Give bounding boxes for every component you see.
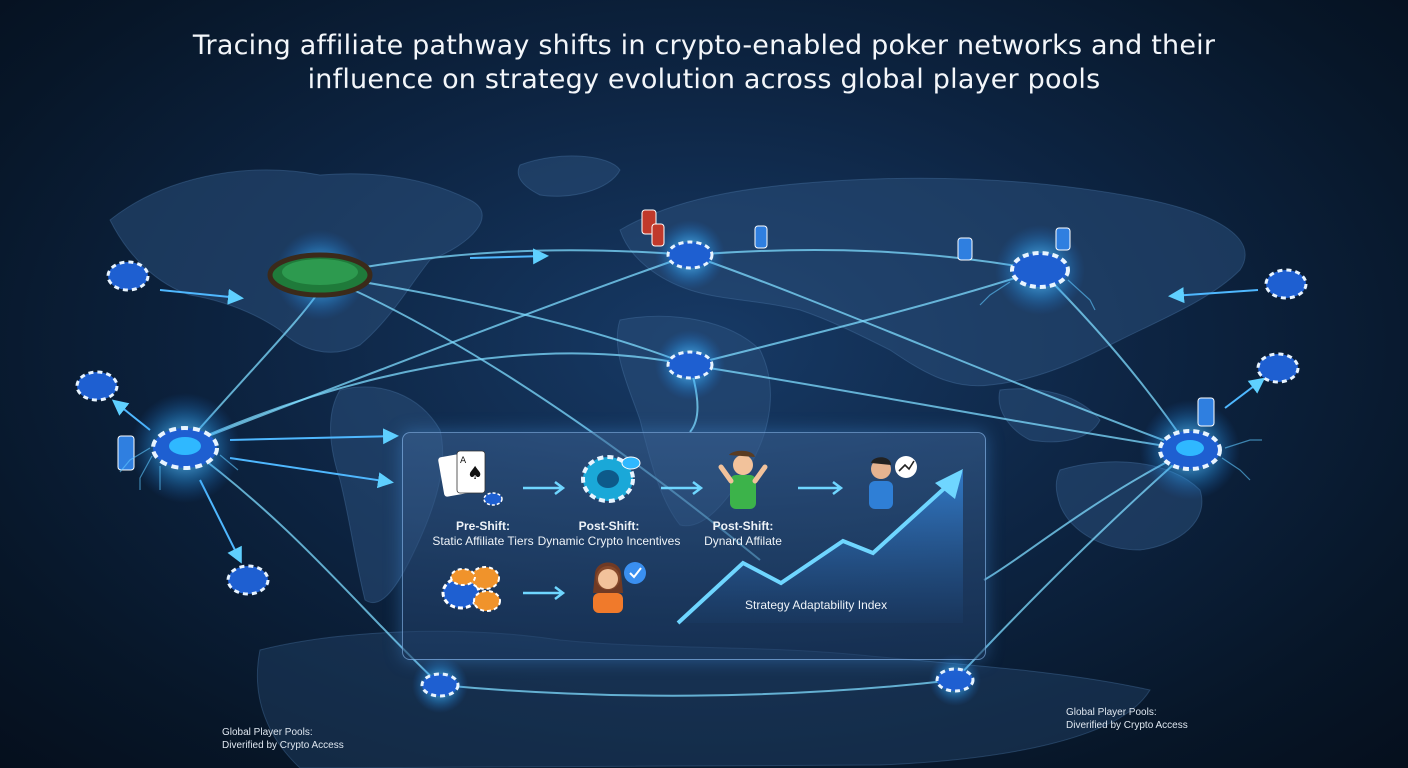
svg-text:♠: ♠ [467,463,483,484]
arrow [229,457,394,489]
footnote-line-1: Global Player Pools: [222,727,313,738]
arrow [229,428,399,445]
footnote-line-1: Global Player Pools: [1066,707,1157,718]
page-title-line-1: Tracing affiliate pathway shifts in cryp… [192,30,1216,61]
analyst-avatar-icon [869,456,917,509]
chip-stack-icon [117,209,1215,471]
link [184,352,691,446]
footnote-left: Global Player Pools: Diverified by Crypt… [222,726,344,752]
southeast-asia [998,388,1101,443]
chart-arrow-icon [676,469,963,625]
network-hubs [130,220,1240,713]
step-text: Static Affiliate Tiers [432,534,534,548]
step-heading: Post-Shift: [578,519,640,533]
step-post-shift-crypto: Post-Shift: Dynamic Crypto Incentives [531,519,687,549]
hub-africa [655,330,725,400]
step-arrows [523,481,844,600]
strategy-index-label: Strategy Adaptability Index [745,598,888,612]
hub-oceania [1140,400,1240,500]
hub-south-right [929,654,981,706]
footnote-right: Global Player Pools: Diverified by Crypt… [1066,706,1188,732]
arrow [1168,287,1259,304]
player-avatar-icon [718,450,768,509]
circuit-lines [119,279,1262,490]
europe-asia [619,177,1246,387]
arrow [1224,377,1266,409]
arrow [159,288,244,305]
step-heading: Pre-Shift: [456,519,510,533]
checkmark-icon [624,562,646,584]
link [689,364,1191,451]
link [689,254,1191,451]
hub-south-left [412,657,468,713]
verified-player-icon [593,562,646,613]
poker-chip-icon [75,260,1308,596]
greenland [517,155,621,197]
hub-west [130,393,240,503]
step-text: Dynamic Crypto Incentives [537,534,681,548]
link [184,254,691,446]
link [439,679,956,697]
page-title-line-2: influence on strategy evolution across g… [307,64,1101,95]
svg-text:A: A [460,456,467,466]
hub-asia [995,225,1085,315]
affiliate-shift-panel: ♠ A [402,432,986,660]
crypto-chip-icon [581,455,641,503]
step-heading: Post-Shift: [712,519,774,533]
footnote-line-2: Diverified by Crypto Access [222,740,344,751]
arrow [469,248,549,265]
hub-north-america [267,230,373,320]
step-post-shift-affiliate: Post-Shift: Dynard Affilate [683,519,803,549]
playing-cards-icon: ♠ A [438,450,503,506]
chip-pile-icon [441,566,501,612]
panel-graphics: ♠ A [438,450,963,625]
hub-europe [655,220,725,290]
step-pre-shift: Pre-Shift: Static Affiliate Tiers [413,519,553,549]
link [319,249,691,276]
step-text: Dynard Affilate [704,534,782,548]
footnote-line-2: Diverified by Crypto Access [1066,720,1188,731]
link [319,274,691,366]
